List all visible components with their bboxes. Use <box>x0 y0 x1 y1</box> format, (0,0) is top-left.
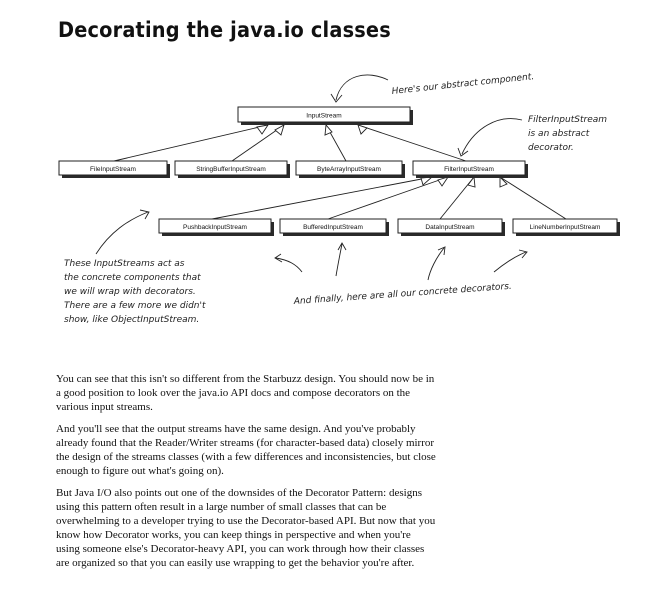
body-text: You can see that this isn't so different… <box>56 372 436 578</box>
pointer-abstract-component <box>335 74 389 101</box>
svg-text:decorator.: decorator. <box>528 143 574 153</box>
paragraph-2: And you'll see that the output streams h… <box>56 423 436 477</box>
label-buffered-input-stream: BufferedInputStream <box>303 224 363 231</box>
paragraph-3: But Java I/O also points out one of the … <box>56 487 436 569</box>
pointer-abstract-decorator <box>461 118 523 155</box>
label-byte-array-input-stream: ByteArrayInputStream <box>317 166 381 173</box>
svg-text:show, like ObjectInputStream.: show, like ObjectInputStream. <box>64 315 199 325</box>
box-string-buffer-input-stream: StringBufferInputStream <box>174 160 290 178</box>
label-input-stream: InputStream <box>306 113 341 120</box>
class-diagram: InputStream FileInputStream StringBuffer… <box>58 72 620 325</box>
paragraph-1: You can see that this isn't so different… <box>56 373 435 413</box>
note-abstract-decorator: FilterInputStream is an abstract decorat… <box>528 115 607 153</box>
box-file-input-stream: FileInputStream <box>58 160 170 178</box>
pointers-concrete-decorators <box>274 242 528 281</box>
label-line-number-input-stream: LineNumberInputStream <box>530 224 601 231</box>
note-concrete-decorators: And finally, here are all our concrete d… <box>293 282 513 307</box>
note-abstract-component: Here's our abstract component. <box>391 72 534 97</box>
svg-text:FilterInputStream: FilterInputStream <box>528 115 607 125</box>
box-input-stream: InputStream <box>237 106 413 125</box>
note-concrete-components: These InputStreams act as the concrete c… <box>64 259 206 325</box>
label-filter-input-stream: FilterInputStream <box>444 166 494 173</box>
pointer-concrete-components <box>95 211 149 255</box>
svg-text:is an abstract: is an abstract <box>528 129 590 139</box>
label-file-input-stream: FileInputStream <box>90 166 136 173</box>
box-buffered-input-stream: BufferedInputStream <box>279 218 389 236</box>
box-filter-input-stream: FilterInputStream <box>412 160 528 178</box>
svg-text:These InputStreams act as: These InputStreams act as <box>64 259 185 269</box>
svg-text:the concrete components that: the concrete components that <box>64 273 201 283</box>
box-byte-array-input-stream: ByteArrayInputStream <box>295 160 405 178</box>
svg-text:we will wrap with decorators.: we will wrap with decorators. <box>64 287 196 297</box>
inheritance-arrowheads <box>256 123 508 188</box>
box-data-input-stream: DataInputStream <box>397 218 505 236</box>
page-title: Decorating the java.io classes <box>58 18 391 42</box>
svg-text:There are a few more we didn't: There are a few more we didn't <box>64 301 206 311</box>
label-pushback-input-stream: PushbackInputStream <box>183 224 247 231</box>
label-data-input-stream: DataInputStream <box>425 224 474 231</box>
box-line-number-input-stream: LineNumberInputStream <box>512 218 620 236</box>
label-string-buffer-input-stream: StringBufferInputStream <box>196 166 266 173</box>
box-pushback-input-stream: PushbackInputStream <box>158 218 274 236</box>
